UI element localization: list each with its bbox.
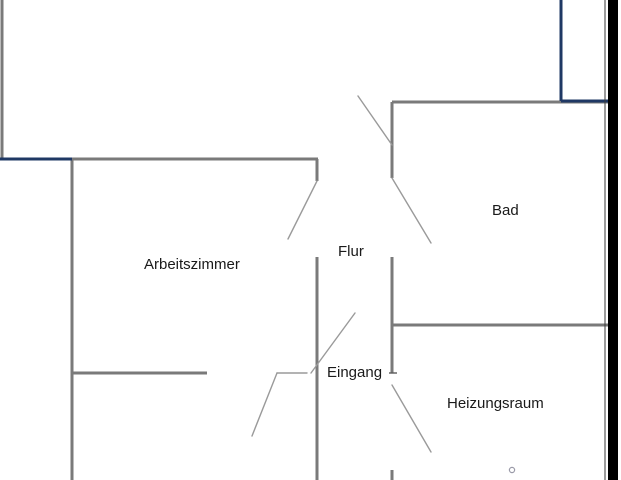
room-label-bad: Bad	[489, 202, 522, 220]
door-group	[251, 95, 432, 453]
wall-exterior-right-black	[608, 0, 618, 480]
door-eingang-flur-swing	[310, 312, 356, 374]
door-arbeitszimmer-flur	[287, 180, 318, 240]
room-label-flur: Flur	[335, 243, 367, 261]
fixture-group	[389, 372, 516, 474]
wall-group-exterior-right	[604, 0, 618, 480]
door-heizungsraum	[391, 384, 432, 453]
door-flur-bad-lower	[391, 177, 432, 244]
room-label-heizungsraum: Heizungsraum	[444, 395, 547, 413]
door-eingang-outer-diagonal	[251, 372, 278, 437]
room-label-eingang: Eingang	[324, 364, 386, 382]
wall-group-highlighted	[0, 0, 612, 161]
door-flur-bad-upper	[357, 95, 393, 146]
fixture-dot-small	[508, 466, 516, 474]
room-label-arbeitszimmer: Arbeitszimmer	[141, 256, 243, 274]
